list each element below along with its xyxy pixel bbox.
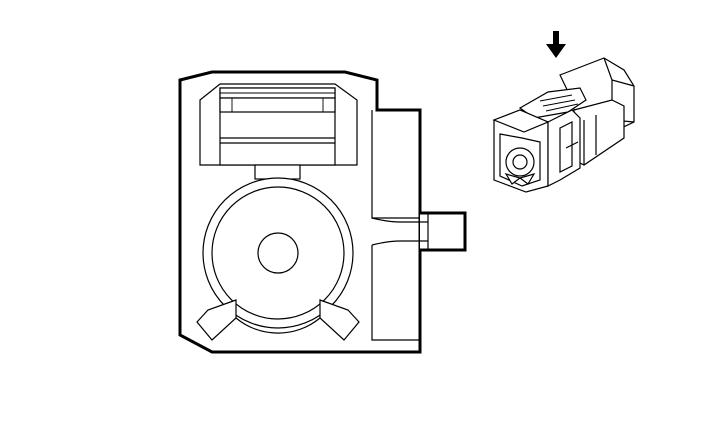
iso-socket-key [504,173,536,185]
iso-body-side [573,99,625,166]
iso-side-ribs [559,121,573,173]
housing-step-lower [371,245,420,341]
socket-inner-arc [235,317,321,334]
socket-key-left [196,299,237,341]
down-arrow-icon [546,31,566,58]
latch-neck [371,217,428,246]
iso-latch-step [565,141,579,149]
center-pin [257,232,299,274]
connector-face-view [178,70,467,354]
lock-block-rib-mid [219,97,336,113]
iso-front-top [492,109,550,133]
latch-tab [420,211,467,252]
socket-key-right [319,299,360,341]
iso-lock-ridges [539,94,579,112]
connector-isometric-view [492,57,635,193]
socket-neck [254,164,301,180]
iso-front-side [547,109,581,187]
iso-body-side-edge [583,115,597,165]
iso-socket-pin [512,154,528,170]
